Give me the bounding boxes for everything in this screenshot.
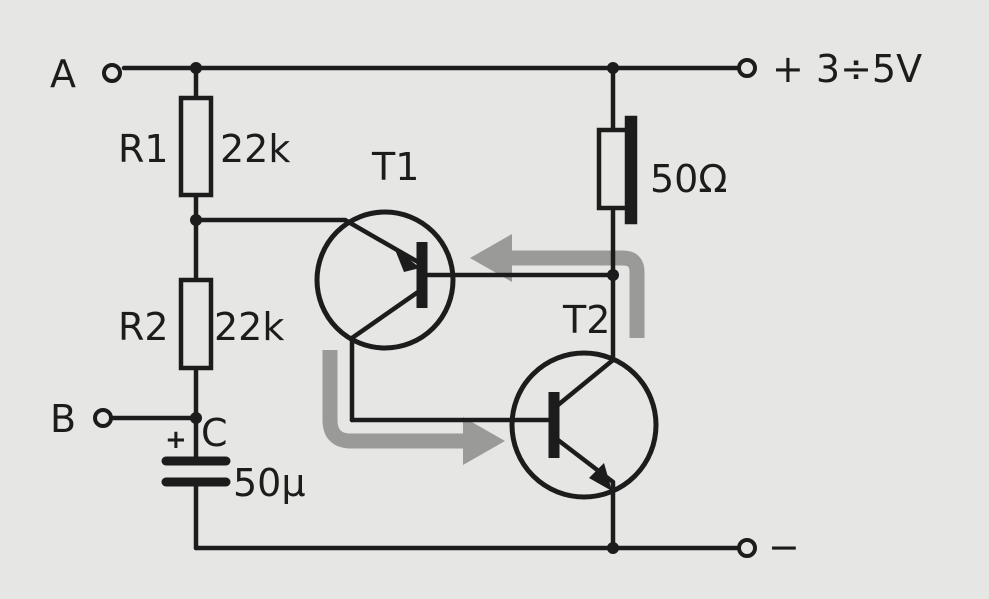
terminals bbox=[93, 58, 757, 558]
current-arrow-t1-to-t2 bbox=[322, 350, 470, 449]
terminal-b-label: B bbox=[50, 397, 76, 441]
r2-value-label: 22k bbox=[214, 305, 284, 349]
t2-body bbox=[509, 350, 659, 500]
speaker-50-ohm bbox=[596, 115, 638, 225]
junction-dot bbox=[190, 62, 202, 74]
terminal-a bbox=[102, 63, 122, 83]
junction-dot bbox=[607, 542, 619, 554]
speaker-value-label: 50Ω bbox=[650, 157, 727, 201]
t1-emitter-arrow bbox=[394, 247, 420, 272]
speaker-coil bbox=[596, 127, 631, 211]
capacitor-c bbox=[161, 456, 231, 487]
terminal-b bbox=[93, 408, 113, 428]
terminal-negative bbox=[737, 538, 757, 558]
terminal-positive-label: + 3÷5V bbox=[772, 47, 922, 91]
capacitor-value-label: 50µ bbox=[233, 461, 306, 505]
junction-dots bbox=[190, 62, 619, 554]
r1-name-label: R1 bbox=[118, 127, 169, 171]
r1-value-label: 22k bbox=[220, 127, 290, 171]
current-flow-arrows bbox=[322, 234, 645, 465]
resistor-r2 bbox=[178, 277, 214, 371]
t2-lead-collector bbox=[556, 358, 615, 407]
terminal-negative-label: − bbox=[768, 525, 800, 569]
junction-dot bbox=[607, 62, 619, 74]
junction-dot bbox=[607, 269, 619, 281]
t1-body bbox=[314, 209, 456, 351]
t2-name-label: T2 bbox=[562, 298, 610, 342]
capacitor-name-label: C bbox=[201, 411, 228, 455]
terminal-positive bbox=[737, 58, 757, 78]
t1-name-label: T1 bbox=[371, 145, 419, 189]
current-arrow-head-right bbox=[463, 417, 505, 465]
junction-dot bbox=[190, 412, 202, 424]
speaker-magnet-bar bbox=[624, 115, 638, 225]
t1-lead-emitter bbox=[350, 290, 420, 340]
resistor-r1 bbox=[178, 95, 214, 198]
t2-emitter-arrow bbox=[589, 463, 612, 491]
transistor-t2 bbox=[509, 350, 659, 500]
transistor-t1 bbox=[314, 209, 456, 351]
capacitor-polarity-label: + bbox=[165, 425, 187, 455]
current-arrow-head-left bbox=[470, 234, 512, 282]
junction-dot bbox=[190, 214, 202, 226]
r2-name-label: R2 bbox=[118, 305, 169, 349]
current-arrow-t2-to-t1 bbox=[505, 250, 645, 338]
terminal-a-label: A bbox=[50, 52, 76, 96]
t1-lead-collector bbox=[343, 218, 420, 264]
